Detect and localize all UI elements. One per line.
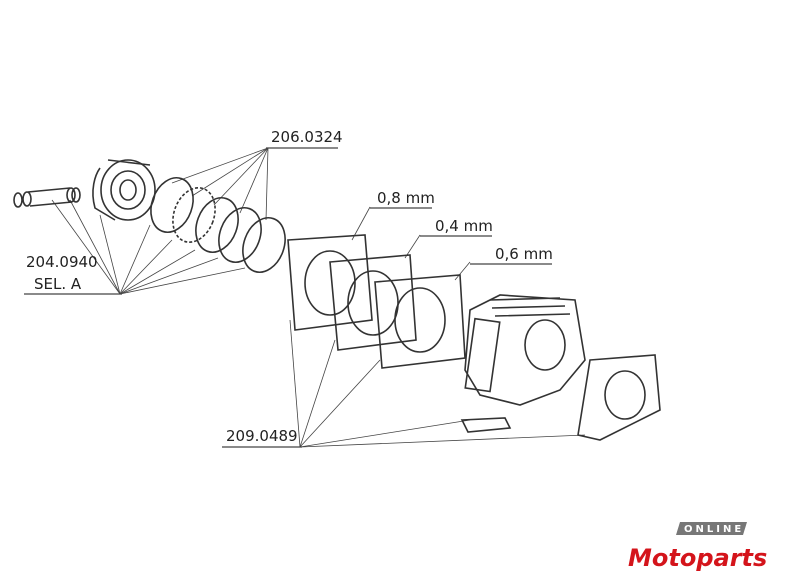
- gasket-0-4: [329, 254, 417, 351]
- leaders-204-0940: [51, 199, 246, 295]
- label-0-4-mm: 0,4 mm: [435, 217, 493, 235]
- label-0-8-mm: 0,8 mm: [377, 189, 435, 207]
- small-gasket: [460, 417, 512, 433]
- label-206-0324: 206.0324: [271, 128, 343, 146]
- cylinder: [464, 294, 586, 406]
- motoparts-logo: ONLINE Motoparts: [628, 522, 767, 572]
- label-204-0940: 204.0940: [26, 253, 98, 271]
- head-gasket: [577, 354, 661, 441]
- piston: [92, 159, 156, 221]
- leaders-206-0324: [171, 147, 269, 221]
- gasket-0-6: [374, 274, 466, 369]
- gasket-0-8: [287, 234, 373, 331]
- svg-text:Motoparts: Motoparts: [628, 544, 767, 572]
- label-209-0489: 209.0489: [226, 427, 298, 445]
- leaders-209-0489: [289, 319, 586, 448]
- label-sel-a: SEL. A: [34, 275, 82, 293]
- piston-pin: [13, 187, 81, 208]
- label-0-6-mm: 0,6 mm: [495, 245, 553, 263]
- piston-rings: [150, 177, 286, 273]
- svg-text:ONLINE: ONLINE: [684, 524, 744, 535]
- leaders-gaskets: [351, 206, 471, 281]
